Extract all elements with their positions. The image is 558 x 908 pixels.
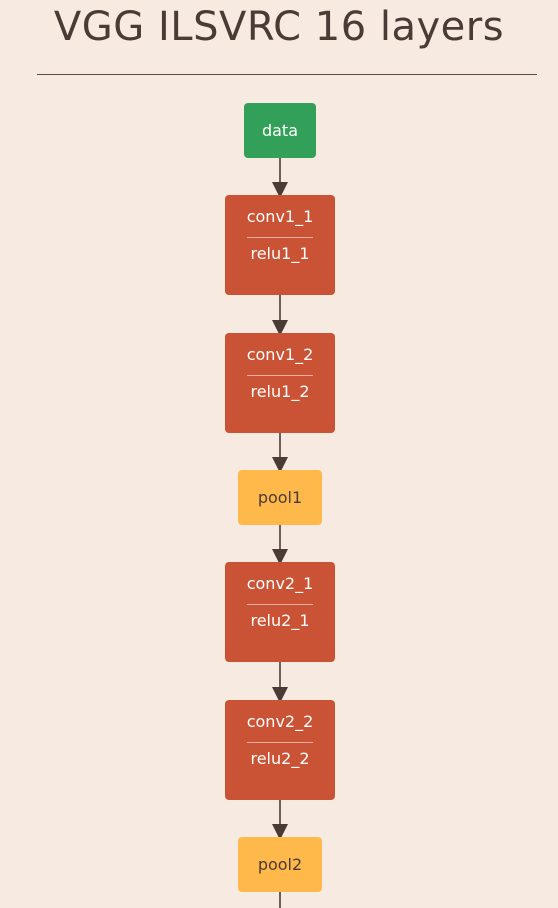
- node-divider: [247, 375, 313, 376]
- node-data[interactable]: data: [244, 103, 316, 158]
- node-divider: [247, 742, 313, 743]
- page-title: VGG ILSVRC 16 layers: [53, 4, 505, 50]
- node-data-label: data: [261, 121, 299, 140]
- node-pool1[interactable]: pool1: [238, 470, 322, 525]
- node-conv1_2-sublabel: relu1_2: [250, 382, 310, 401]
- node-conv2_2[interactable]: conv2_2 relu2_2: [225, 700, 335, 800]
- node-conv1_1-label: conv1_1: [246, 207, 314, 226]
- node-conv1_2[interactable]: conv1_2 relu1_2: [225, 333, 335, 433]
- node-conv2_2-label: conv2_2: [246, 712, 314, 731]
- node-conv2_1[interactable]: conv2_1 relu2_1: [225, 562, 335, 662]
- node-conv1_1[interactable]: conv1_1 relu1_1: [225, 195, 335, 295]
- node-conv1_1-sublabel: relu1_1: [250, 244, 310, 263]
- node-conv2_1-label: conv2_1: [246, 574, 314, 593]
- node-pool2-label: pool2: [257, 855, 303, 874]
- title-divider: [37, 74, 537, 75]
- node-pool2[interactable]: pool2: [238, 837, 322, 892]
- node-conv1_2-label: conv1_2: [246, 345, 314, 364]
- node-divider: [247, 604, 313, 605]
- node-conv2_1-sublabel: relu2_1: [250, 611, 310, 630]
- node-conv2_2-sublabel: relu2_2: [250, 749, 310, 768]
- node-pool1-label: pool1: [257, 488, 303, 507]
- node-divider: [247, 237, 313, 238]
